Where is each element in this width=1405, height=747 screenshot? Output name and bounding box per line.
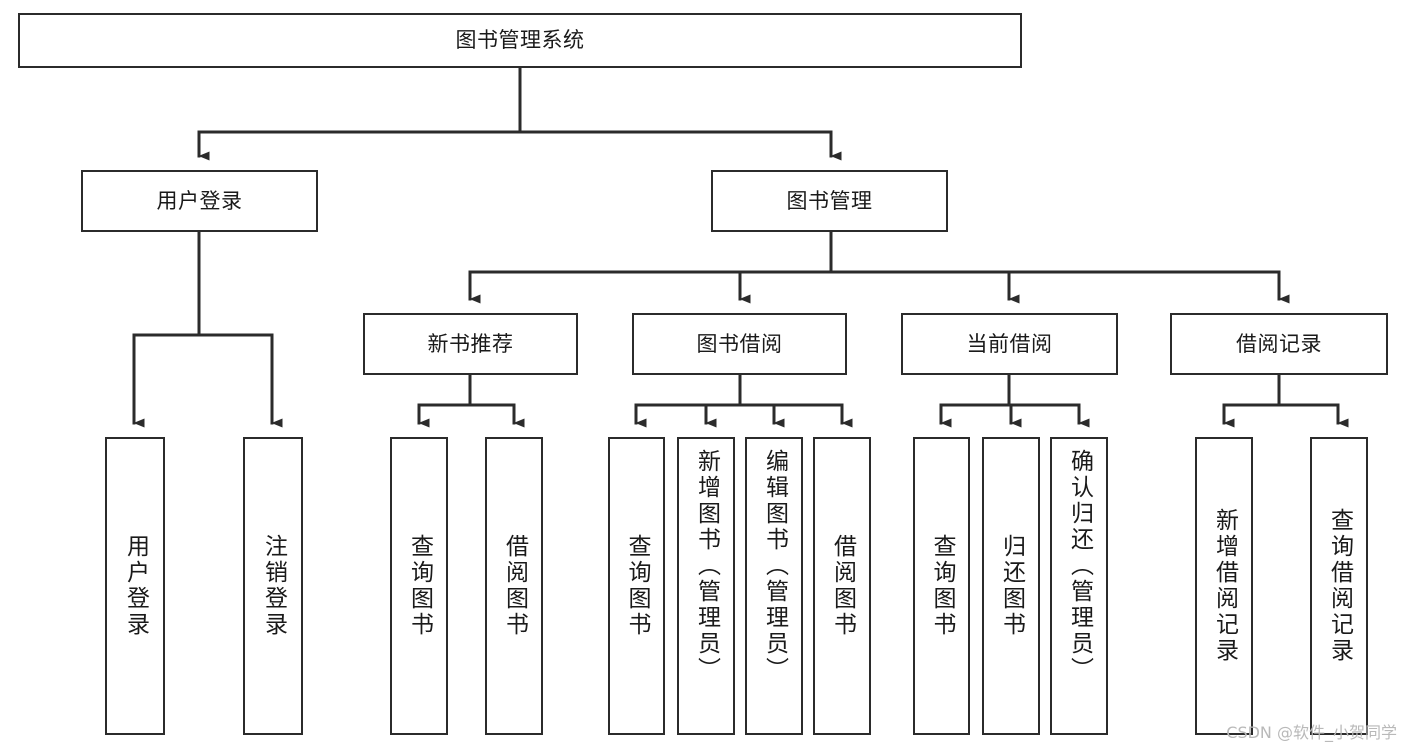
node-label: 确认归还（管理员） (1066, 449, 1093, 683)
node-label: 编辑图书（管理员） (761, 449, 788, 683)
leaf-currentborrow-confirm-return-admin[interactable]: 确认归还（管理员） (1050, 437, 1108, 735)
node-book-management[interactable]: 图书管理 (711, 170, 948, 232)
node-label: 用户登录 (122, 534, 149, 638)
leaf-borrowrecord-add-record[interactable]: 新增借阅记录 (1195, 437, 1253, 735)
leaf-borrowrecord-query-record[interactable]: 查询借阅记录 (1310, 437, 1368, 735)
node-label: 借阅图书 (829, 534, 856, 638)
node-label: 新增借阅记录 (1211, 508, 1238, 664)
node-new-book-recommend[interactable]: 新书推荐 (363, 313, 578, 375)
leaf-user-login[interactable]: 用户登录 (105, 437, 165, 735)
node-borrow-record[interactable]: 借阅记录 (1170, 313, 1388, 375)
leaf-bookborrow-edit-book-admin[interactable]: 编辑图书（管理员） (745, 437, 803, 735)
node-label: 新增图书（管理员） (693, 449, 720, 683)
leaf-currentborrow-query-book[interactable]: 查询图书 (913, 437, 970, 735)
leaf-bookborrow-borrow-book[interactable]: 借阅图书 (813, 437, 871, 735)
node-label: 图书管理 (786, 188, 873, 213)
leaf-newbook-borrow-book[interactable]: 借阅图书 (485, 437, 543, 735)
node-label: 查询图书 (929, 534, 955, 638)
node-label: 用户登录 (156, 188, 243, 213)
node-label: 当前借阅 (966, 331, 1053, 356)
node-label: 查询图书 (624, 534, 650, 638)
node-book-borrow[interactable]: 图书借阅 (632, 313, 847, 375)
node-label: 借阅记录 (1236, 331, 1322, 356)
node-label: 图书管理系统 (455, 28, 585, 53)
node-label: 借阅图书 (501, 534, 528, 638)
leaf-currentborrow-return-book[interactable]: 归还图书 (982, 437, 1040, 735)
node-label: 归还图书 (998, 534, 1025, 638)
watermark-text: CSDN @软件_小贺同学 (1226, 723, 1397, 742)
node-label: 查询借阅记录 (1326, 508, 1353, 664)
leaf-user-logout[interactable]: 注销登录 (243, 437, 303, 735)
node-label: 查询图书 (406, 534, 433, 638)
node-current-borrow[interactable]: 当前借阅 (901, 313, 1118, 375)
leaf-newbook-query-book[interactable]: 查询图书 (390, 437, 448, 735)
node-user-login[interactable]: 用户登录 (81, 170, 318, 232)
node-label: 注销登录 (260, 534, 287, 638)
leaf-bookborrow-query-book[interactable]: 查询图书 (608, 437, 665, 735)
node-label: 图书借阅 (696, 331, 783, 356)
leaf-bookborrow-add-book-admin[interactable]: 新增图书（管理员） (677, 437, 735, 735)
node-root-book-management-system[interactable]: 图书管理系统 (18, 13, 1022, 68)
node-label: 新书推荐 (427, 331, 514, 356)
